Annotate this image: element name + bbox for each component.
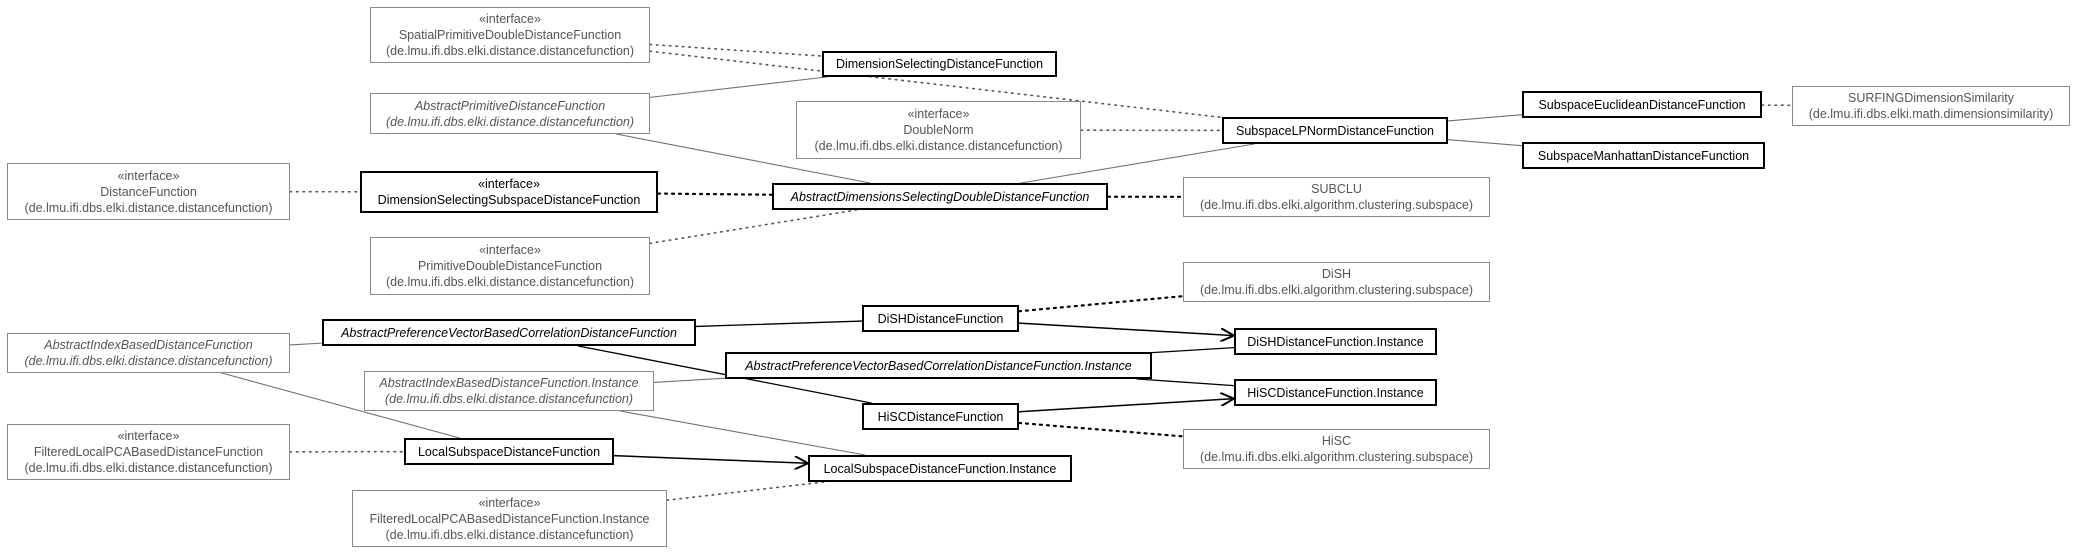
node-class-name: LocalSubspaceDistanceFunction: [417, 444, 601, 459]
node-class-name: HiSCDistanceFunction: [877, 409, 1004, 424]
node-filtered-local-pca-based-distance-function[interactable]: «interface» FilteredLocalPCABasedDistanc…: [7, 424, 290, 480]
node-package: (de.lmu.ifi.dbs.elki.distance.distancefu…: [24, 200, 273, 215]
edge-subspaceLP-to-subspaceEuclid: [1447, 114, 1523, 122]
node-local-subspace-distance-function[interactable]: LocalSubspaceDistanceFunction: [404, 438, 614, 465]
node-stereotype: «interface»: [117, 168, 180, 183]
node-dimension-selecting-subspace-distance-function[interactable]: «interface» DimensionSelectingSubspaceDi…: [360, 171, 658, 213]
node-package: (de.lmu.ifi.dbs.elki.distance.distancefu…: [385, 275, 635, 289]
node-stereotype: «interface»: [479, 12, 541, 26]
node-package: (de.lmu.ifi.dbs.elki.algorithm.clusterin…: [1199, 450, 1474, 464]
edge-abstractPrefVecInst-to-hiscInst: [1136, 378, 1235, 387]
node-class-name: LocalSubspaceDistanceFunction.Instance: [823, 461, 1057, 476]
node-subclu[interactable]: SUBCLU (de.lmu.ifi.dbs.elki.algorithm.cl…: [1183, 177, 1490, 217]
node-package: (de.lmu.ifi.dbs.elki.algorithm.clusterin…: [1199, 283, 1474, 297]
node-abstract-preference-vector-based-correlation-distance-function[interactable]: AbstractPreferenceVectorBasedCorrelation…: [322, 319, 696, 346]
node-class-name: FilteredLocalPCABasedDistanceFunction: [33, 445, 264, 459]
node-surfing-dimension-similarity[interactable]: SURFINGDimensionSimilarity (de.lmu.ifi.d…: [1792, 86, 2070, 126]
node-stereotype: «interface»: [117, 429, 180, 443]
node-subspace-lp-norm-distance-function[interactable]: SubspaceLPNormDistanceFunction: [1222, 117, 1448, 144]
node-stereotype: «interface»: [479, 243, 541, 257]
edge-hiscDist-to-hisc: [1017, 421, 1185, 438]
edge-abstractIndexBased-to-localSubspace: [221, 372, 461, 439]
edge-abstractPrimitive-to-abstractDimSel: [615, 133, 871, 184]
node-class-name: AbstractPreferenceVectorBasedCorrelation…: [341, 325, 677, 340]
edge-abstractPrefVec-to-hiscDist: [577, 345, 872, 404]
edge-dimSelSubspace-to-abstractDimSel: [656, 192, 774, 196]
node-class-name: DistanceFunction: [100, 184, 197, 199]
node-class-name: AbstractIndexBasedDistanceFunction: [44, 338, 253, 352]
node-class-name: AbstractPreferenceVectorBasedCorrelation…: [745, 358, 1132, 373]
node-class-name: DiSHDistanceFunction: [877, 311, 1004, 326]
node-double-norm[interactable]: «interface» DoubleNorm (de.lmu.ifi.dbs.e…: [796, 101, 1081, 159]
node-class-name: DiSHDistanceFunction.Instance: [1247, 334, 1424, 349]
node-local-subspace-distance-function-instance[interactable]: LocalSubspaceDistanceFunction.Instance: [808, 455, 1072, 482]
edge-abstractDimSel-to-subspaceLP: [1020, 143, 1255, 184]
node-class-name: SURFINGDimensionSimilarity: [1848, 91, 2014, 105]
node-dish[interactable]: DiSH (de.lmu.ifi.dbs.elki.algorithm.clus…: [1183, 262, 1490, 302]
node-class-name: DoubleNorm: [903, 123, 974, 137]
node-stereotype: «interface»: [478, 177, 540, 191]
node-package: (de.lmu.ifi.dbs.elki.distance.distancefu…: [385, 114, 635, 129]
node-class-name: AbstractPrimitiveDistanceFunction: [414, 98, 606, 113]
node-package: (de.lmu.ifi.dbs.elki.distance.distancefu…: [24, 461, 273, 475]
node-abstract-dimensions-selecting-double-distance-function[interactable]: AbstractDimensionsSelectingDoubleDistanc…: [772, 183, 1108, 210]
node-dish-distance-function-instance[interactable]: DiSHDistanceFunction.Instance: [1234, 328, 1437, 355]
edge-filteredLocalPCAInst-to-localSubspaceInst: [666, 481, 825, 502]
node-abstract-index-based-distance-function-instance[interactable]: AbstractIndexBasedDistanceFunction.Insta…: [364, 371, 654, 411]
node-class-name: DiSH: [1321, 267, 1352, 281]
node-class-name: HiSC: [1321, 434, 1352, 448]
node-dimension-selecting-distance-function[interactable]: DimensionSelectingDistanceFunction: [822, 51, 1057, 77]
node-stereotype: «interface»: [907, 107, 970, 121]
edge-abstractPrefVecInst-to-dishInst: [1151, 346, 1235, 354]
edge-localSubspace-to-localSubspaceInst: [613, 454, 809, 464]
node-hisc-distance-function-instance[interactable]: HiSCDistanceFunction.Instance: [1234, 379, 1437, 406]
edge-abstractIndexBasedInst-to-abstractPrefVecInst: [653, 377, 726, 383]
node-class-name: SubspaceEuclideanDistanceFunction: [1538, 97, 1746, 112]
edge-spatialPrimitive-to-subspaceLP: [649, 50, 1223, 119]
edge-primitiveDouble-to-abstractDimSel: [649, 209, 858, 245]
node-subspace-euclidean-distance-function[interactable]: SubspaceEuclideanDistanceFunction: [1522, 91, 1762, 118]
edge-abstractIndexBased-to-abstractPrefVec: [289, 342, 323, 346]
node-package: (de.lmu.ifi.dbs.elki.distance.distancefu…: [24, 354, 273, 368]
node-class-name: SpatialPrimitiveDoubleDistanceFunction: [398, 28, 622, 42]
node-class-name: AbstractIndexBasedDistanceFunction.Insta…: [379, 376, 639, 390]
edge-abstractPrefVec-to-dishDist: [695, 320, 863, 328]
node-abstract-primitive-distance-function[interactable]: AbstractPrimitiveDistanceFunction (de.lm…: [370, 93, 650, 134]
node-class-name: PrimitiveDoubleDistanceFunction: [417, 259, 603, 273]
edge-abstractPrimitive-to-dimSelecting: [649, 76, 828, 98]
node-package: (de.lmu.ifi.dbs.elki.distance.distancefu…: [385, 44, 635, 58]
edge-subspaceLP-to-subspaceManhattan: [1447, 139, 1523, 147]
node-abstract-index-based-distance-function[interactable]: AbstractIndexBasedDistanceFunction (de.l…: [7, 333, 290, 373]
node-hisc-distance-function[interactable]: HiSCDistanceFunction: [862, 403, 1019, 430]
node-class-name: HiSCDistanceFunction.Instance: [1247, 385, 1424, 400]
node-package: (de.lmu.ifi.dbs.elki.math.dimensionsimil…: [1808, 107, 2054, 121]
node-primitive-double-distance-function[interactable]: «interface» PrimitiveDoubleDistanceFunct…: [370, 237, 650, 295]
node-filtered-local-pca-based-distance-function-instance[interactable]: «interface» FilteredLocalPCABasedDistanc…: [352, 490, 667, 547]
node-stereotype: «interface»: [478, 495, 541, 510]
node-class-name: FilteredLocalPCABasedDistanceFunction.In…: [369, 511, 650, 526]
node-subspace-manhattan-distance-function[interactable]: SubspaceManhattanDistanceFunction: [1522, 142, 1765, 169]
node-class-name: SubspaceManhattanDistanceFunction: [1537, 148, 1750, 163]
node-dish-distance-function[interactable]: DiSHDistanceFunction: [862, 305, 1019, 332]
edge-dishDist-to-dishInst: [1018, 322, 1235, 336]
edge-abstractIndexBasedInst-to-localSubspaceInst: [619, 410, 866, 456]
node-class-name: DimensionSelectingSubspaceDistanceFuncti…: [377, 193, 641, 207]
node-abstract-preference-vector-based-correlation-distance-function-instance[interactable]: AbstractPreferenceVectorBasedCorrelation…: [725, 352, 1152, 379]
node-class-name: SUBCLU: [1311, 182, 1362, 196]
node-package: (de.lmu.ifi.dbs.elki.distance.distancefu…: [385, 527, 634, 542]
node-class-name: SubspaceLPNormDistanceFunction: [1235, 123, 1435, 138]
node-package: (de.lmu.ifi.dbs.elki.distance.distancefu…: [384, 392, 634, 406]
node-hisc[interactable]: HiSC (de.lmu.ifi.dbs.elki.algorithm.clus…: [1183, 429, 1490, 469]
node-package: (de.lmu.ifi.dbs.elki.algorithm.clusterin…: [1199, 198, 1474, 212]
node-package: (de.lmu.ifi.dbs.elki.distance.distancefu…: [814, 139, 1063, 153]
node-class-name: DimensionSelectingDistanceFunction: [835, 57, 1044, 71]
edge-spatialPrimitive-to-dimSelecting: [649, 43, 823, 57]
node-class-name: AbstractDimensionsSelectingDoubleDistanc…: [790, 189, 1090, 204]
node-spatial-primitive-double-distance-function[interactable]: «interface» SpatialPrimitiveDoubleDistan…: [370, 7, 650, 63]
edge-dishDist-to-dish: [1017, 295, 1185, 313]
node-distance-function[interactable]: «interface» DistanceFunction (de.lmu.ifi…: [7, 163, 290, 220]
edge-hiscDist-to-hiscInst: [1018, 399, 1235, 413]
